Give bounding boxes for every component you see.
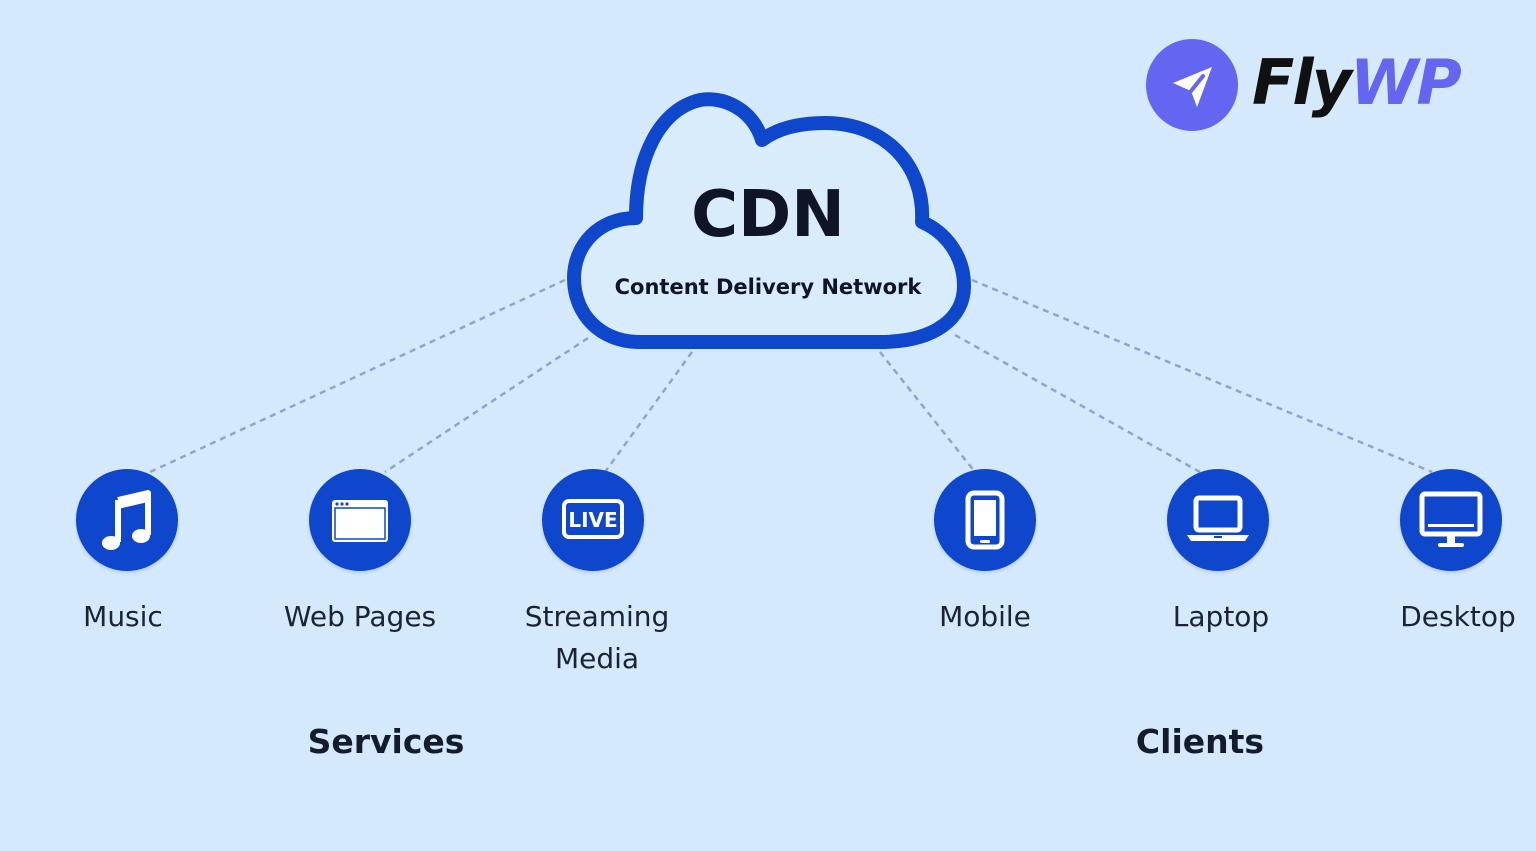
flywp-wordmark: FlyWP [1252, 46, 1462, 120]
clients-title: Clients [1135, 722, 1265, 761]
music-node [76, 469, 178, 571]
paper-plane-icon [1146, 39, 1238, 131]
flywp-logo [1145, 38, 1475, 134]
web-pages-node [309, 469, 411, 571]
connector-music [149, 278, 566, 474]
brand-name-part1: Fly [1252, 46, 1352, 119]
cdn-title: CDN [691, 178, 845, 252]
music-note-icon [102, 490, 151, 550]
laptop-label: Laptop [1172, 600, 1270, 633]
streaming-media-node: LIVE [542, 469, 644, 571]
services-title: Services [307, 722, 465, 761]
brand-name-part2: WP [1350, 46, 1462, 119]
laptop-icon [1187, 495, 1249, 541]
connector-laptop [954, 333, 1201, 474]
mobile-label: Mobile [939, 600, 1031, 633]
web-pages-label: Web Pages [283, 600, 437, 633]
music-label: Music [83, 600, 163, 633]
streaming-media-label-line2: Media [554, 642, 640, 675]
connector-desktop [971, 278, 1433, 474]
live-badge-icon: LIVE [562, 499, 624, 539]
cloud-shape [567, 92, 971, 349]
browser-window-icon [332, 500, 388, 542]
desktop-label: Desktop [1400, 600, 1516, 633]
connector-web-pages [384, 336, 589, 474]
streaming-media-label-line1: Streaming [524, 600, 670, 633]
desktop-monitor-icon [1419, 491, 1483, 547]
connector-mobile [879, 351, 976, 473]
laptop-node [1167, 469, 1269, 571]
live-badge-text: LIVE [568, 508, 617, 532]
cdn-subtitle: Content Delivery Network [614, 275, 922, 299]
mobile-node [934, 469, 1036, 571]
connector-streaming-media [603, 351, 694, 473]
desktop-node [1400, 469, 1502, 571]
mobile-phone-icon [965, 490, 1005, 550]
